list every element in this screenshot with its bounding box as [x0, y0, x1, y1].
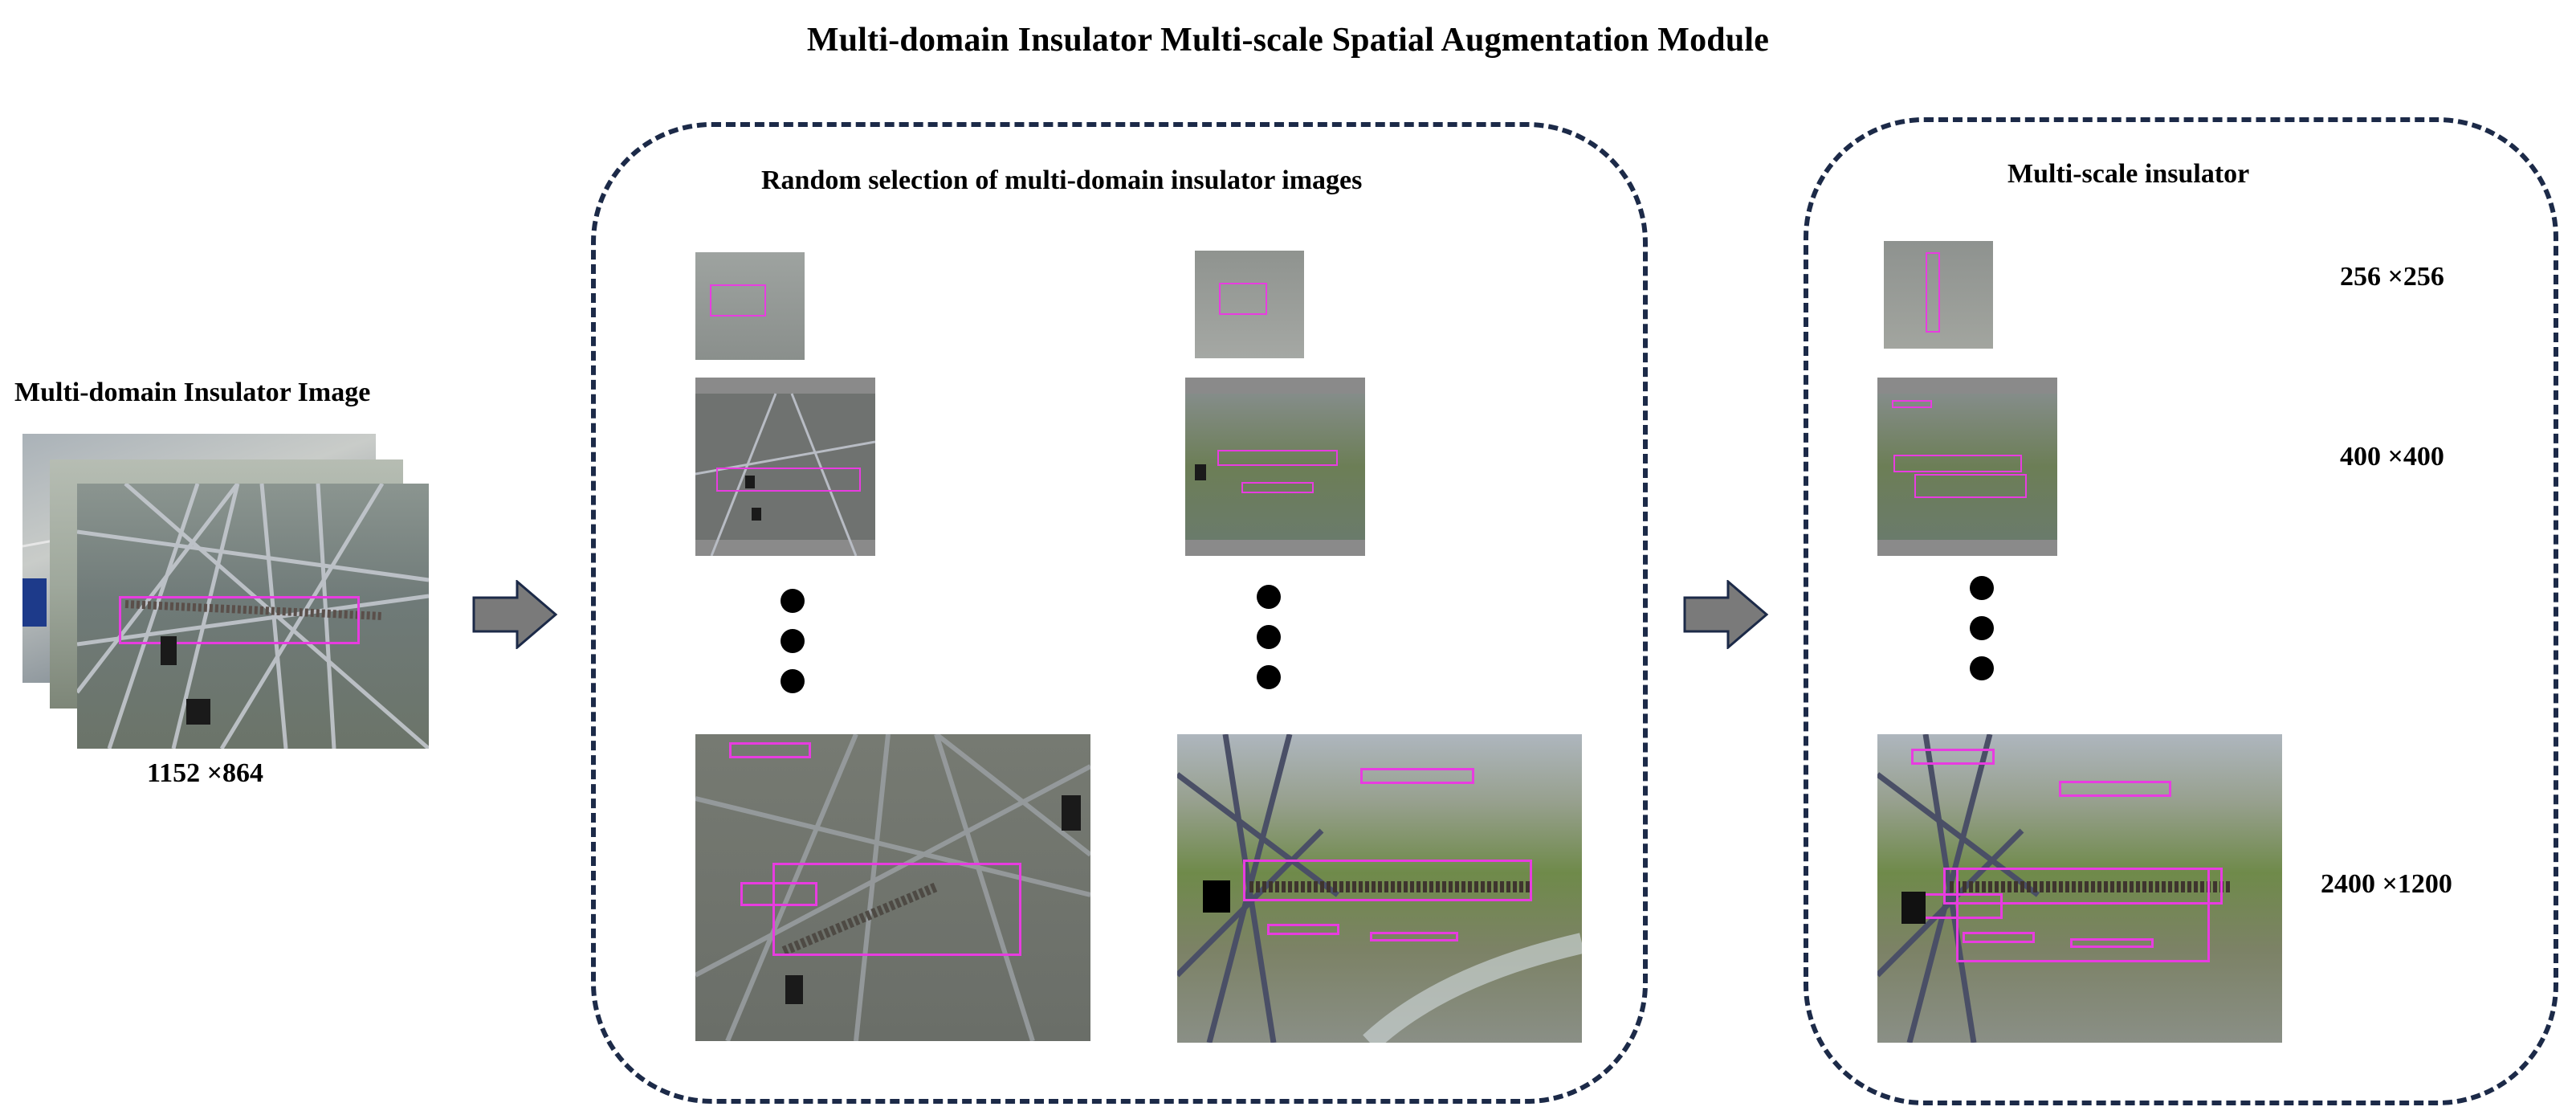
- selected-image-large-b: [1177, 734, 1582, 1043]
- ellipsis-dots-icon-c: [1970, 576, 1994, 680]
- selection-panel: [591, 122, 1648, 1104]
- selected-image-medium-b: [1185, 378, 1365, 556]
- selected-image-small-a: [695, 252, 805, 360]
- diagram-title: Multi-domain Insulator Multi-scale Spati…: [806, 22, 1770, 59]
- output-panel-label: Multi-scale insulator: [2007, 159, 2250, 189]
- ellipsis-dots-icon-a: [781, 589, 805, 693]
- output-size-2400: 2400 ×1200: [2321, 869, 2452, 899]
- ellipsis-dots-icon-b: [1257, 585, 1281, 689]
- output-size-256: 256 ×256: [2340, 262, 2444, 292]
- output-image-2400: [1877, 734, 2282, 1043]
- output-image-400: [1877, 378, 2057, 556]
- selected-image-medium-a: [695, 378, 875, 556]
- selected-image-large-a: [695, 734, 1090, 1041]
- output-panel: [1804, 117, 2558, 1105]
- selection-panel-label: Random selection of multi-domain insulat…: [761, 165, 1363, 195]
- flow-arrow-icon: [472, 580, 558, 649]
- input-size-label: 1152 ×864: [147, 758, 263, 788]
- output-size-400: 400 ×400: [2340, 442, 2444, 472]
- input-photo-front: [77, 484, 429, 749]
- input-label: Multi-domain Insulator Image: [14, 378, 371, 407]
- selected-image-small-b: [1195, 251, 1304, 358]
- flow-arrow-icon: [1683, 580, 1769, 649]
- output-image-256: [1884, 241, 1993, 349]
